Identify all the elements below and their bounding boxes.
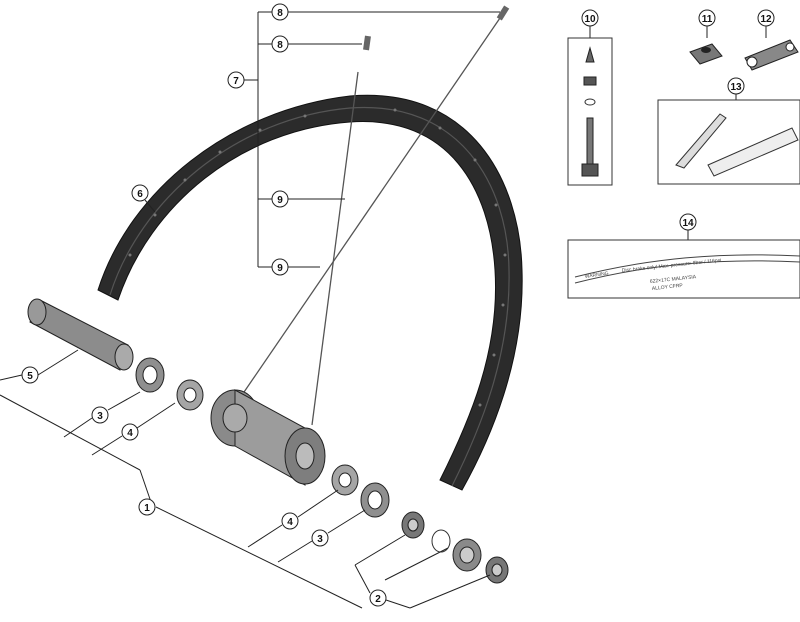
leader-lines bbox=[0, 11, 500, 609]
svg-text:8: 8 bbox=[277, 8, 283, 19]
part-13-rim-tape-box bbox=[657, 94, 800, 185]
sticker-line2-text: 622×17C MALAYSIA bbox=[650, 274, 697, 285]
callout-11: 11 bbox=[698, 9, 716, 27]
svg-text:1: 1 bbox=[144, 503, 150, 514]
callout-2: 2 bbox=[369, 589, 387, 607]
sticker-warning-text: WARNING bbox=[584, 271, 609, 280]
callout-4-left: 4 bbox=[121, 423, 139, 441]
spoke-nipple bbox=[363, 35, 371, 51]
part-14-sticker-box bbox=[567, 230, 800, 299]
callout-3-right: 3 bbox=[311, 529, 329, 547]
svg-text:4: 4 bbox=[287, 517, 293, 528]
svg-text:3: 3 bbox=[317, 534, 323, 545]
part-10-valve-box bbox=[567, 26, 613, 186]
bearing-parts bbox=[135, 357, 509, 584]
callout-9-upper: 9 bbox=[271, 190, 289, 208]
callout-6: 6 bbox=[131, 184, 149, 202]
svg-text:4: 4 bbox=[127, 428, 133, 439]
svg-text:10: 10 bbox=[584, 14, 596, 25]
sticker-line3-text: ALLOY CFRP bbox=[652, 283, 684, 292]
svg-text:3: 3 bbox=[97, 411, 103, 422]
svg-text:13: 13 bbox=[730, 82, 742, 93]
callout-5: 5 bbox=[21, 366, 39, 384]
callout-10: 10 bbox=[581, 9, 599, 27]
callout-1: 1 bbox=[138, 498, 156, 516]
spokes bbox=[241, 5, 510, 426]
spoke-nipple bbox=[496, 5, 510, 21]
callouts: 8 8 7 6 9 9 5 3 4 1 4 3 2 10 11 12 13 14 bbox=[21, 3, 775, 607]
hub-body bbox=[210, 389, 326, 486]
svg-text:12: 12 bbox=[760, 14, 772, 25]
callout-4-right: 4 bbox=[281, 512, 299, 530]
callout-8-top: 8 bbox=[271, 3, 289, 21]
sticker-line1-text: Disc brake only! Max. pressure: 8bar / 1… bbox=[622, 258, 722, 274]
callout-3-left: 3 bbox=[91, 406, 109, 424]
svg-text:11: 11 bbox=[702, 14, 713, 25]
callout-8-second: 8 bbox=[271, 35, 289, 53]
svg-text:9: 9 bbox=[277, 263, 283, 274]
svg-text:6: 6 bbox=[137, 189, 143, 200]
part-12-wrench bbox=[744, 26, 799, 71]
axle bbox=[27, 298, 134, 371]
part-11-tool bbox=[689, 26, 723, 65]
svg-text:5: 5 bbox=[27, 371, 33, 382]
svg-text:2: 2 bbox=[375, 594, 381, 605]
callout-14: 14 bbox=[679, 213, 697, 231]
rim bbox=[97, 94, 523, 491]
svg-text:14: 14 bbox=[682, 218, 694, 229]
callout-12: 12 bbox=[757, 9, 775, 27]
svg-text:7: 7 bbox=[233, 76, 239, 87]
callout-13: 13 bbox=[727, 77, 745, 95]
callout-9-lower: 9 bbox=[271, 258, 289, 276]
svg-text:9: 9 bbox=[277, 195, 283, 206]
callout-7: 7 bbox=[227, 71, 245, 89]
svg-text:8: 8 bbox=[277, 40, 283, 51]
